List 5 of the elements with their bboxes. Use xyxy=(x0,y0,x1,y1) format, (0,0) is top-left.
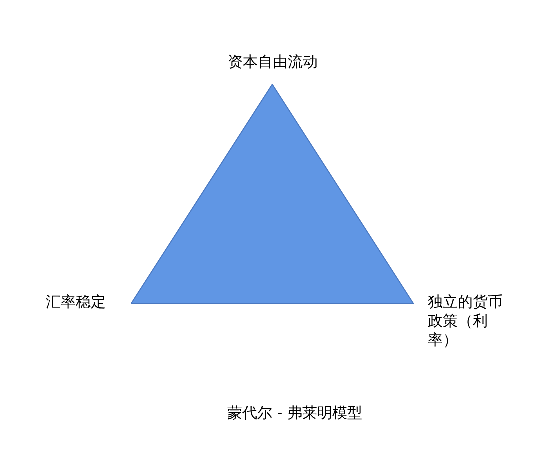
vertex-label: 资本自由流动 xyxy=(227,53,319,72)
vertex-label: 汇率稳定 xyxy=(46,293,107,312)
vertex-label: 独立的货币政策（利率） xyxy=(428,293,504,350)
caption: 蒙代尔 - 弗莱明模型 xyxy=(226,404,364,423)
triangle-shape xyxy=(131,84,414,304)
